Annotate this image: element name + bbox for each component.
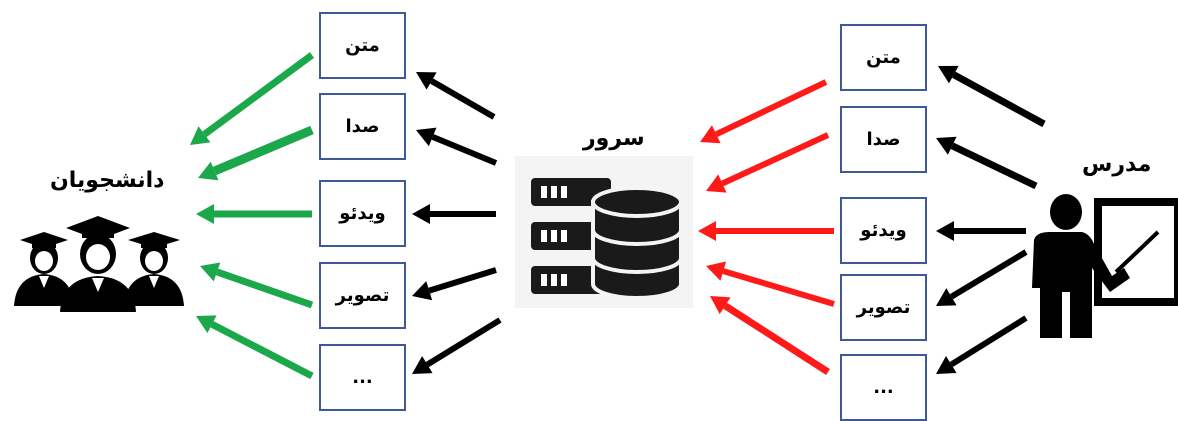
arrow-text-to-students [190,52,315,145]
right-box-image: تصویر [840,274,927,341]
arrow-teacher-to-image [936,249,1028,306]
arrow-more-to-server [710,296,830,375]
server-label: سرور [583,126,645,151]
arrow-server-to-more [412,317,502,374]
arrow-teacher-to-text [938,65,1046,128]
left-box-more: ... [319,344,406,411]
arrow-text-to-server [700,79,828,144]
left-box-audio: صدا [319,93,406,160]
arrow-image-to-students [200,262,314,309]
arrow-more-to-students [196,315,314,380]
left-box-video: ویدئو [319,180,406,247]
arrow-audio-to-students [198,125,314,181]
arrow-teacher-to-audio [936,136,1038,190]
arrow-server-to-video [412,204,496,224]
arrow-video-to-server [698,221,834,241]
teacher-label: مدرس [1082,152,1152,177]
teacher-board-icon [1032,194,1178,338]
server-database-icon [515,156,693,308]
right-box-audio: صدا [840,106,927,173]
arrow-server-to-audio [416,127,498,166]
arrow-server-to-image [412,267,497,301]
arrow-server-to-text [416,72,496,120]
arrow-teacher-to-more [936,315,1028,374]
left-box-image: تصویر [319,262,406,329]
students-label: دانشجویان [50,168,165,193]
left-box-text: متن [319,12,406,79]
right-box-more: ... [840,354,927,421]
right-box-text: متن [840,24,927,91]
students-graduation-icon [14,216,184,312]
arrow-video-to-students [196,204,312,224]
arrow-image-to-server [706,261,835,307]
right-box-video: ویدئو [840,197,927,264]
arrow-teacher-to-video [936,221,1026,241]
arrow-audio-to-server [706,132,830,193]
